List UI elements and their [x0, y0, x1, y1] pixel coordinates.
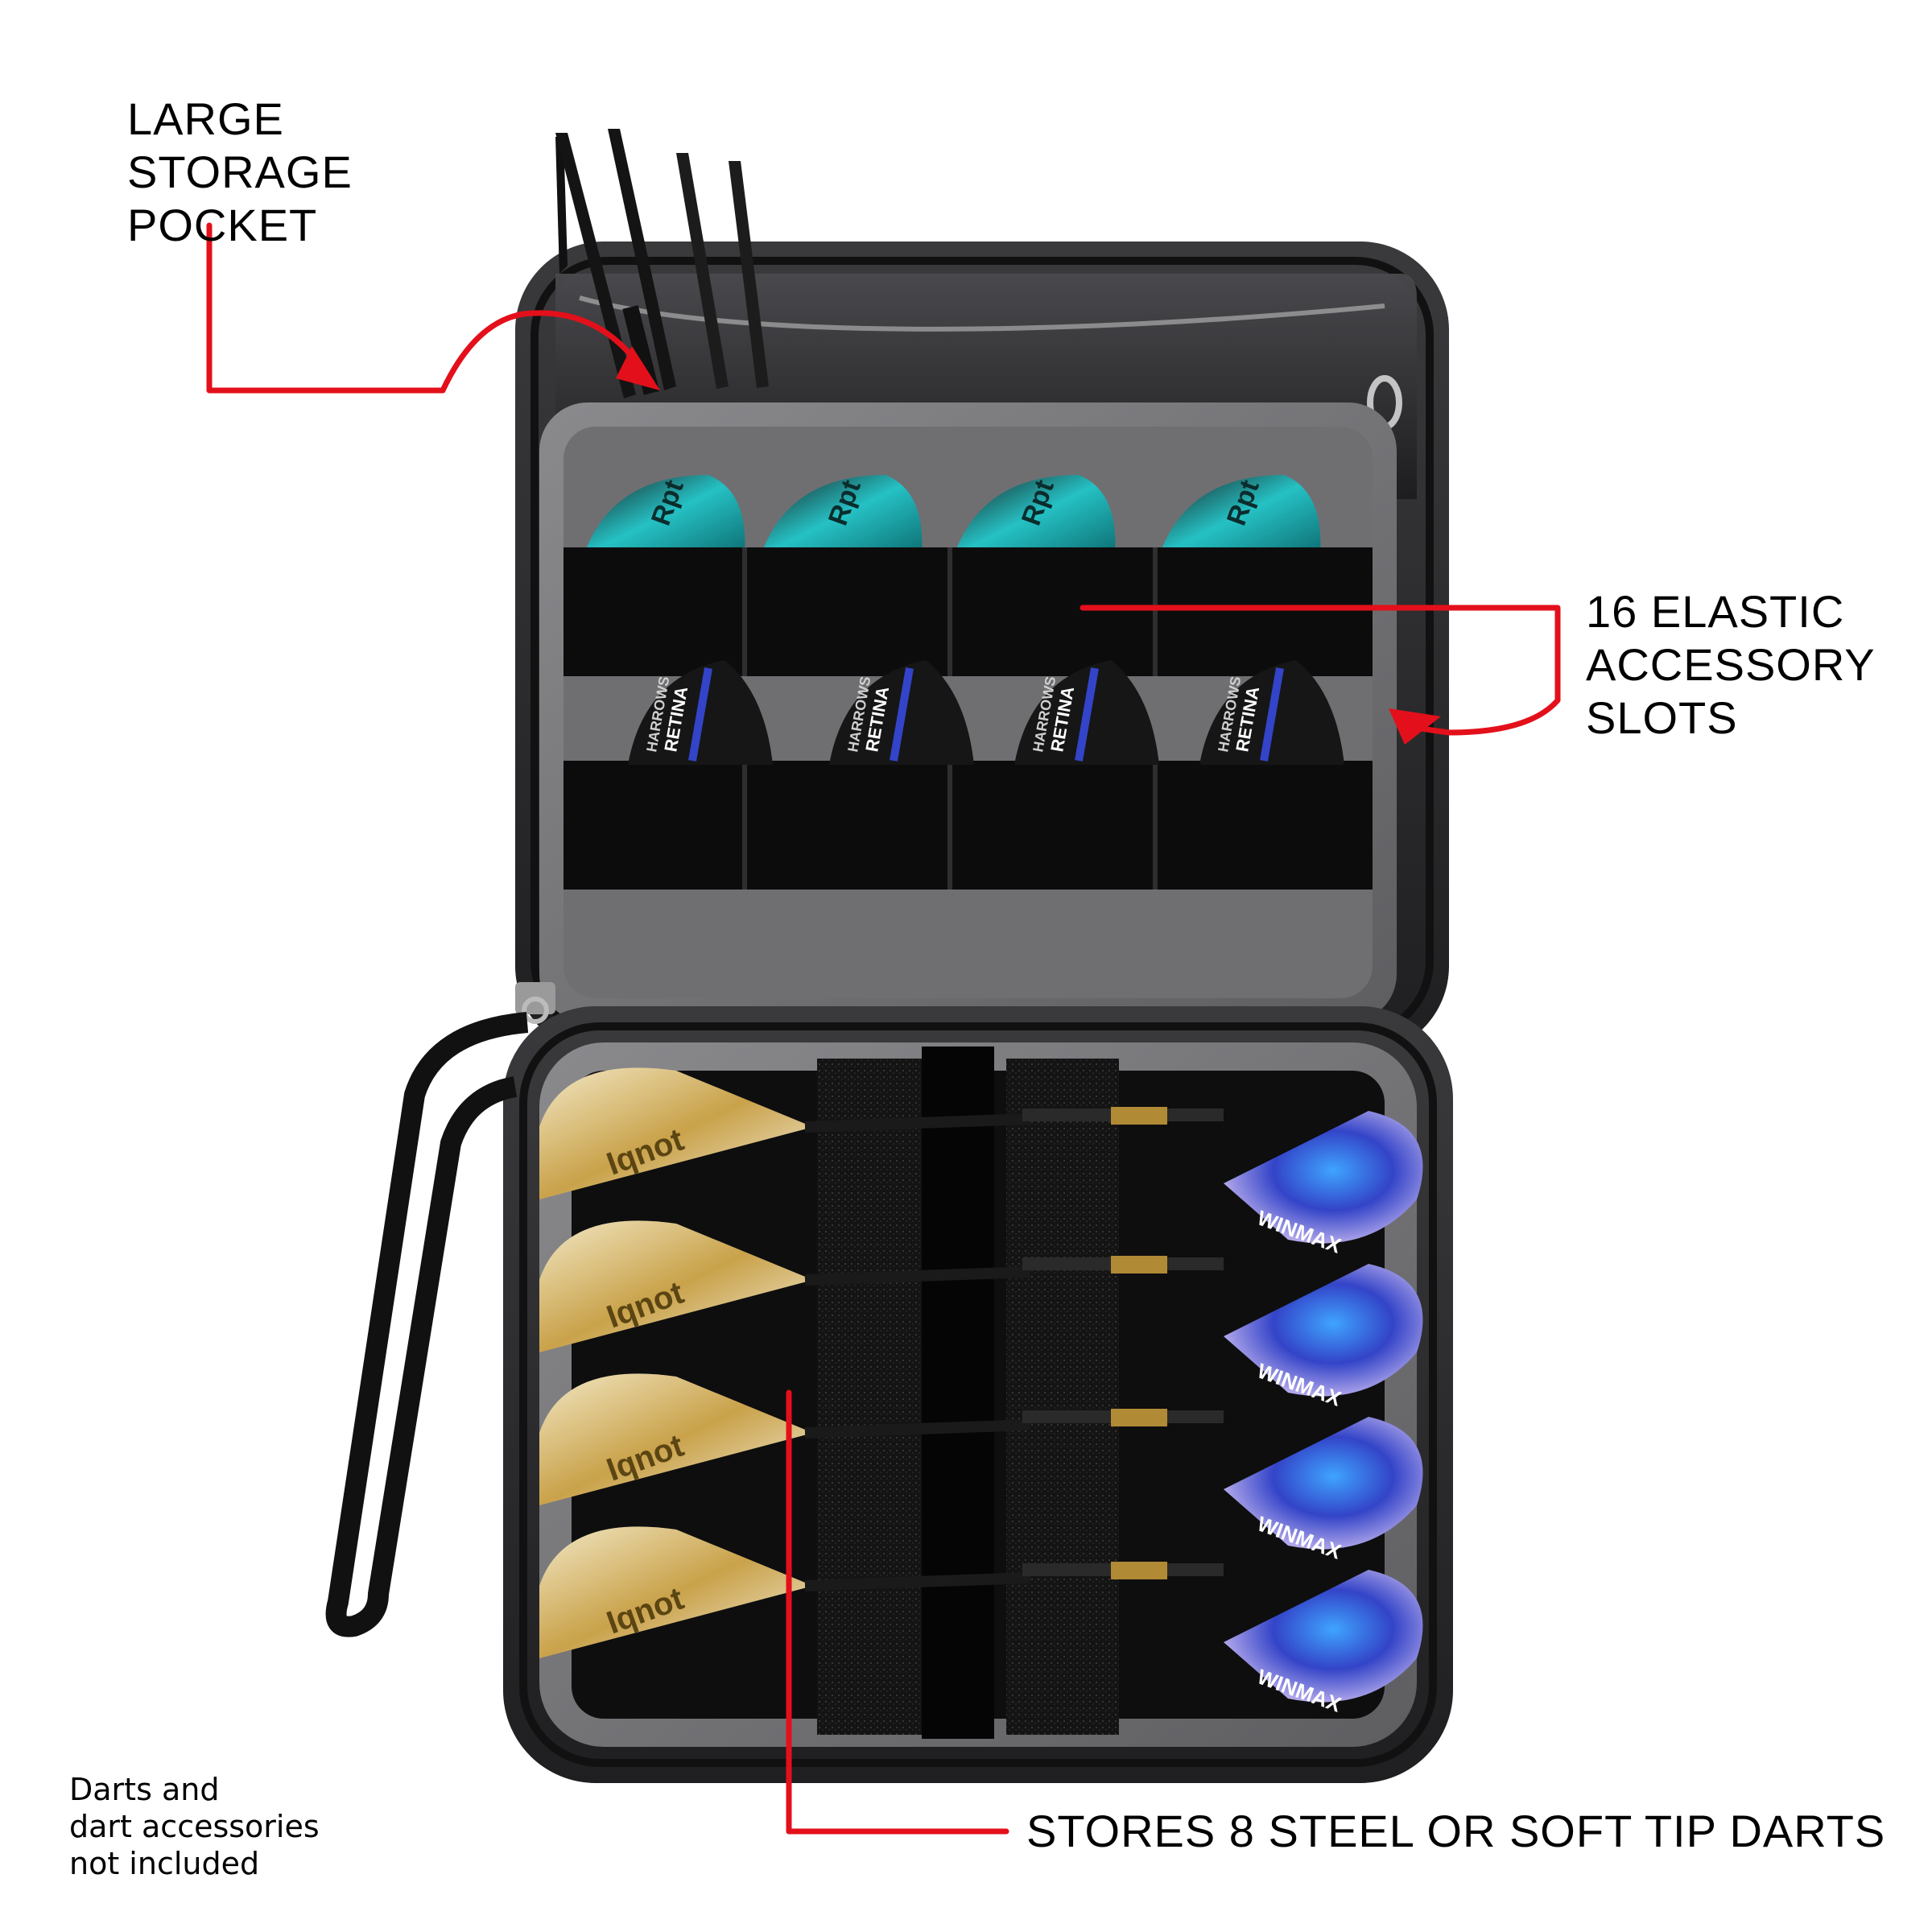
teal-flight: [761, 475, 923, 555]
dart-icon: WINMAX: [1022, 1562, 1423, 1717]
dart-icon: [608, 129, 676, 390]
dart-icon: [729, 161, 769, 388]
teal-flights-row: Rpt Rpt Rpt Rpt: [584, 475, 1321, 555]
disclaimer-line: not included: [69, 1846, 260, 1881]
dart-icon: [555, 133, 636, 398]
callout-line: 16 ELASTIC: [1586, 586, 1845, 637]
dart-icon: Iqnot: [539, 1067, 1031, 1199]
callout-line: ACCESSORY: [1586, 639, 1876, 690]
teal-flight: [1159, 475, 1321, 555]
foam-column-right: [1006, 1059, 1119, 1735]
elastic-band-bottom: [564, 761, 1373, 890]
center-elastic-strap: [922, 1046, 994, 1739]
elastic-bands: [564, 547, 1373, 890]
dart-icon: [676, 153, 729, 389]
disclaimer-note: Darts and dart accessories not included: [69, 1771, 320, 1882]
darts-capacity-callout: STORES 8 STEEL OR SOFT TIP DARTS: [1026, 1805, 1885, 1858]
dart-icon: Iqnot: [539, 1526, 1031, 1658]
arrow-icon: [206, 222, 643, 394]
callout-line: LARGE: [127, 93, 284, 144]
dart-icon: Iqnot: [539, 1220, 1031, 1352]
elastic-band-top: [564, 547, 1373, 676]
disclaimer-line: Darts and: [69, 1772, 220, 1807]
callout-line: STORAGE: [127, 147, 353, 197]
arrow-icon: [616, 346, 660, 390]
blue-flights-row: HARROWS RETINA HARROWS RETINA HARROWS RE…: [628, 660, 1344, 765]
callout-line: SLOTS: [1586, 692, 1738, 743]
pocket-darts: [555, 129, 769, 398]
teal-flight: [584, 475, 745, 555]
arrow-icon: [786, 1389, 1009, 1835]
foam-slots: [817, 1046, 1119, 1739]
foam-column-left: [817, 1059, 930, 1735]
elastic-slots-callout: 16 ELASTIC ACCESSORY SLOTS: [1586, 585, 1876, 745]
storage-pocket-callout: LARGE STORAGE POCKET: [127, 93, 353, 252]
disclaimer-line: dart accessories: [69, 1809, 320, 1844]
callout-line: POCKET: [127, 200, 318, 250]
arrow-icon: [1389, 708, 1441, 745]
callout-line: STORES 8 STEEL OR SOFT TIP DARTS: [1026, 1806, 1886, 1856]
dart-icon: [555, 137, 660, 395]
lower-zipper: [519, 1022, 1437, 1767]
wrist-strap[interactable]: [325, 1012, 529, 1637]
teal-flight: [954, 475, 1116, 555]
dart-icon: Iqnot: [539, 1373, 1031, 1505]
left-darts: Iqnot Iqnot Iqnot Iqnot: [539, 1067, 1031, 1658]
zipper-pull-icon: [515, 982, 555, 1024]
